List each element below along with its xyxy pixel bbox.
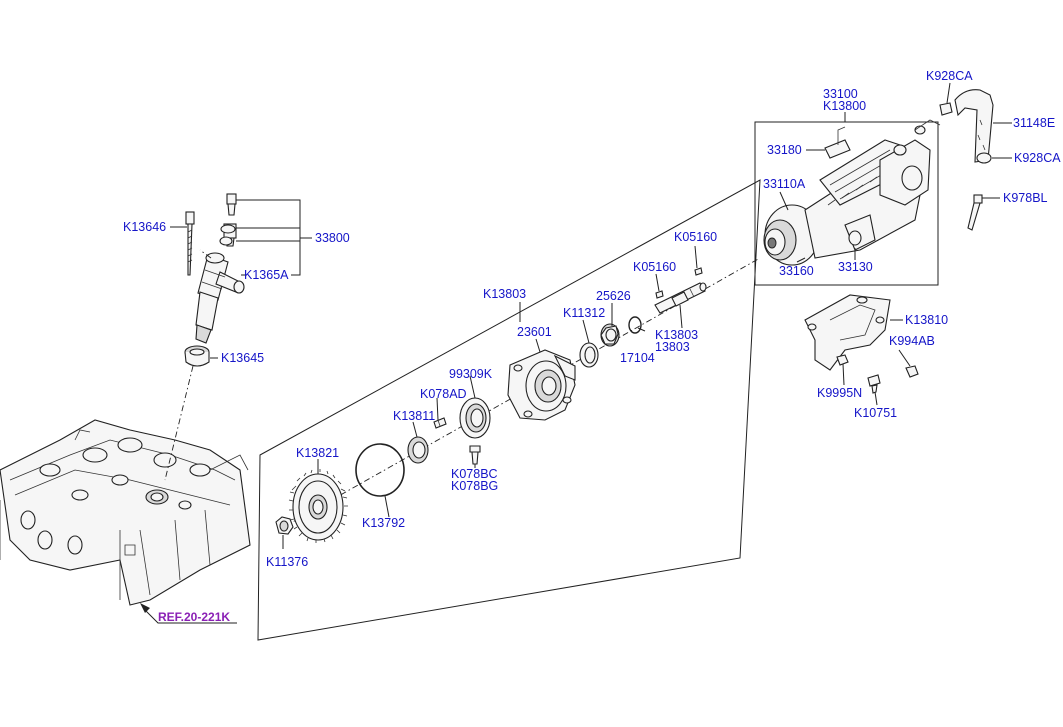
label-k10751: K10751 — [854, 406, 897, 420]
seal-k11312 — [579, 342, 599, 368]
shaft-k13803 — [654, 282, 707, 314]
label-k05160-b: K05160 — [633, 260, 676, 274]
clamp-k928ca-top — [939, 102, 953, 116]
label-31148e: 31148E — [1013, 116, 1055, 130]
bracket-k13810 — [804, 294, 891, 371]
bolt-k994ab — [905, 365, 919, 378]
bolt-k9995n — [836, 354, 849, 366]
seal-k13811 — [407, 436, 429, 464]
label-k13645: K13645 — [221, 351, 264, 365]
label-k13803-mid: K13803 — [655, 328, 698, 342]
label-k078bc: K078BC — [451, 467, 498, 481]
label-k078ad: K078AD — [420, 387, 467, 401]
label-k928ca-top: K928CA — [926, 69, 973, 83]
label-k978bl: K978BL — [1003, 191, 1048, 205]
label-33100: 33100 — [823, 87, 858, 101]
injector-centerline — [164, 365, 194, 481]
key-k05160-b — [694, 267, 703, 276]
label-33160: 33160 — [779, 264, 814, 278]
label-k078bg: K078BG — [451, 479, 498, 493]
label-33130: 33130 — [838, 260, 873, 274]
label-k05160-a: K05160 — [674, 230, 717, 244]
label-k13821: K13821 — [296, 446, 339, 460]
washer-33800-b — [219, 236, 233, 246]
label-k13792: K13792 — [362, 516, 405, 530]
housing-23601 — [507, 349, 576, 421]
label-k13800: K13800 — [823, 99, 866, 113]
bolt-k10751 — [867, 374, 881, 394]
injection-pump-33100 — [763, 119, 941, 266]
label-ref: REF.20-221K — [158, 610, 230, 624]
label-17104: 17104 — [620, 351, 655, 365]
nut-k11376 — [275, 516, 294, 535]
injector-body — [195, 252, 245, 344]
cylinder-head — [0, 419, 251, 606]
label-k928ca-mid: K928CA — [1014, 151, 1061, 165]
seal-99309k — [459, 397, 491, 439]
key-k05160-a — [655, 290, 664, 299]
label-33110a: 33110A — [763, 177, 806, 191]
clamp-k928ca-mid — [976, 152, 992, 164]
gear-k13821 — [288, 469, 348, 543]
bolt-33800-a — [226, 193, 237, 216]
pump-frame — [754, 121, 939, 286]
part-labels: 33100 K13800 K928CA 31148E K928CA 33180 … — [123, 69, 1061, 624]
ref-arrow — [140, 603, 237, 624]
label-k11312: K11312 — [563, 306, 605, 320]
label-25626: 25626 — [596, 289, 631, 303]
label-k13646: K13646 — [123, 220, 166, 234]
seal-k13645 — [184, 345, 210, 367]
washer-33800 — [220, 224, 236, 234]
label-33800: 33800 — [315, 231, 350, 245]
label-13803: 13803 — [655, 340, 690, 354]
label-k9995n: K9995N — [817, 386, 862, 400]
label-k13810: K13810 — [905, 313, 948, 327]
hose-31148e — [954, 89, 994, 163]
leader-lines — [170, 82, 1012, 549]
label-23601: 23601 — [517, 325, 552, 339]
label-k13803-top: K13803 — [483, 287, 526, 301]
label-k1365a: K1365A — [244, 268, 289, 282]
label-k994ab: K994AB — [889, 334, 935, 348]
bolt-k078ad — [433, 417, 447, 429]
bolt-k978bl — [967, 194, 983, 231]
bolt-k078bc — [469, 445, 481, 465]
injector-assembly — [164, 193, 245, 481]
bolt-k13646 — [185, 211, 195, 276]
label-k11376: K11376 — [266, 555, 308, 569]
group-frame — [257, 179, 761, 641]
label-33180: 33180 — [767, 143, 802, 157]
oring-k13792 — [355, 443, 405, 497]
label-k13811: K13811 — [393, 409, 435, 423]
bearing-25626 — [600, 323, 620, 347]
clip-17104 — [628, 316, 642, 334]
label-99309k: 99309K — [449, 367, 493, 381]
